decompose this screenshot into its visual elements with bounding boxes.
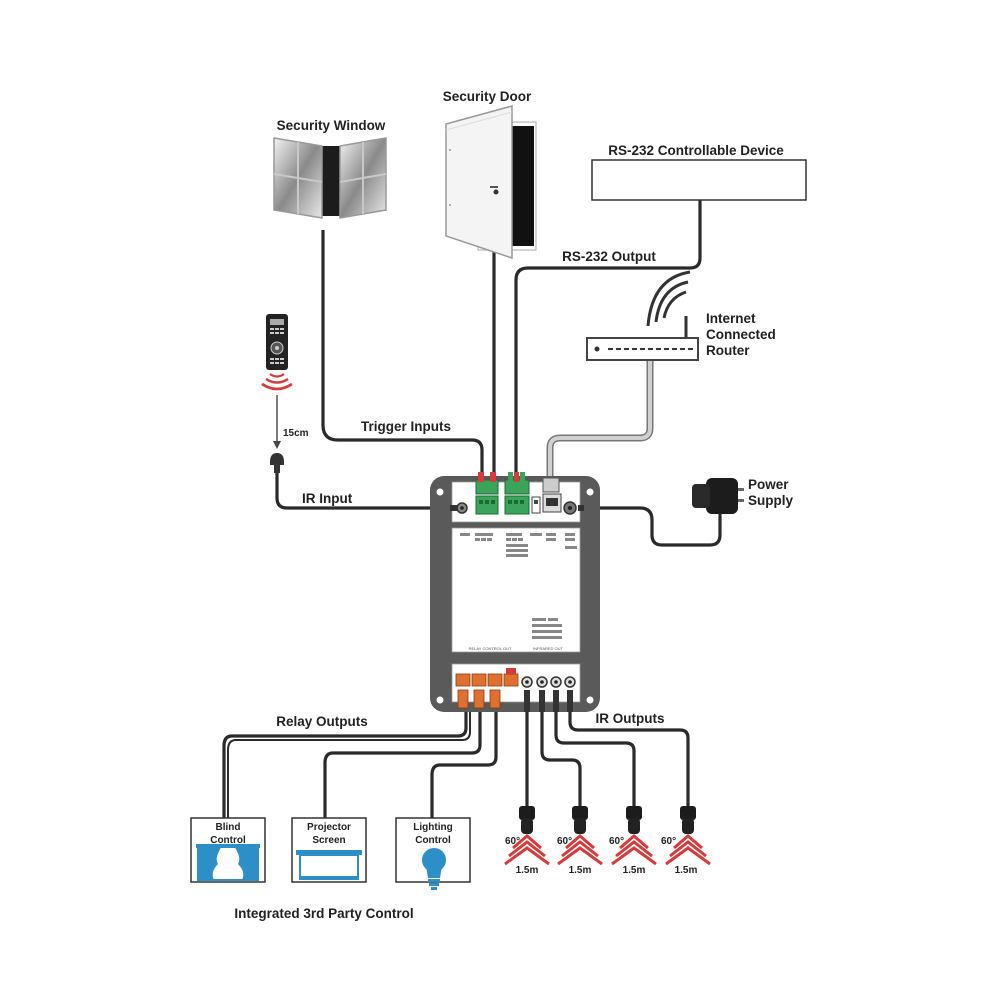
projector-screen-line2: Screen — [312, 835, 345, 846]
ir-emitter-2-angle: 60° — [557, 836, 572, 847]
lan-port — [542, 477, 562, 513]
rs232-device-label: RS-232 Controllable Device — [608, 143, 784, 158]
trigger-inputs-label: Trigger Inputs — [361, 419, 451, 434]
integrated-control-label: Integrated 3rd Party Control — [234, 906, 413, 921]
blind-control-line2: Control — [210, 835, 246, 846]
ir-out-cable-3 — [554, 712, 636, 808]
relay-outputs-label: Relay Outputs — [276, 714, 368, 729]
ir-emitter-2-range: 1.5m — [569, 865, 592, 876]
blind-icon — [196, 844, 260, 881]
rs232-cable — [514, 200, 702, 478]
ir-emitter-2: 60° 1.5m — [557, 806, 603, 876]
lighting-control-box: Lighting Control — [395, 817, 471, 890]
ir-emitter-1-range: 1.5m — [516, 865, 539, 876]
distance-label: 15cm — [283, 428, 309, 439]
ir-emitter-1-angle: 60° — [505, 836, 520, 847]
ir-output-jacks — [521, 676, 576, 712]
projector-screen-icon — [296, 850, 362, 880]
power-supply-label-line2: Supply — [748, 493, 793, 508]
projector-screen-line1: Projector — [307, 822, 351, 833]
relay-cable-projector — [323, 710, 482, 818]
blind-control-box: Blind Control — [190, 817, 266, 883]
ir-input-label: IR Input — [302, 491, 353, 506]
lighting-control-line2: Control — [415, 835, 451, 846]
blind-control-line1: Blind — [216, 822, 241, 833]
lighting-control-line1: Lighting — [413, 822, 452, 833]
ir-emitter-4: 60° 1.5m — [661, 806, 711, 876]
ir-out-cable-4 — [568, 712, 690, 808]
ir-header-text: INFRARED OUT — [533, 646, 564, 651]
light-bulb-icon — [422, 848, 446, 890]
relay-cable-blind — [222, 710, 468, 818]
router-label-line2: Connected — [706, 327, 776, 342]
projector-screen-box: Projector Screen — [291, 817, 367, 883]
relay-cable-lighting — [430, 710, 498, 818]
ir-input-cable — [275, 472, 452, 510]
ir-emitter-4-range: 1.5m — [675, 865, 698, 876]
ir-emitter-3-range: 1.5m — [623, 865, 646, 876]
security-door-icon — [445, 105, 537, 260]
router-icon — [586, 270, 699, 361]
relay-header-text: RELAY CONTROL OUT — [469, 646, 512, 651]
power-supply-icon — [692, 478, 744, 514]
power-cable — [582, 506, 722, 547]
security-window-label: Security Window — [277, 118, 386, 133]
rs232-output-label: RS-232 Output — [562, 249, 656, 264]
ir-emitter-3: 60° 1.5m — [609, 806, 657, 876]
ir-out-cable-2 — [540, 712, 582, 808]
router-label-line3: Router — [706, 343, 750, 358]
ir-receiver-icon — [270, 453, 284, 473]
trigger-input-terminals — [475, 472, 499, 515]
ir-emitter-1: 60° 1.5m — [504, 806, 550, 876]
rs232-device-box — [591, 159, 807, 201]
usb-port — [531, 496, 541, 514]
power-supply-label-line1: Power — [748, 477, 789, 492]
router-lan-cable — [546, 360, 654, 478]
router-label-line1: Internet — [706, 311, 756, 326]
ir-emitter-4-angle: 60° — [661, 836, 676, 847]
window-trigger-cable — [321, 230, 484, 478]
ir-remote-icon — [261, 314, 293, 391]
ir-outputs-label: IR Outputs — [596, 711, 665, 726]
control-unit-device: RELAY CONTROL OUT INFRARED OUT — [430, 472, 600, 712]
relay-output-terminals — [455, 668, 519, 709]
security-door-label: Security Door — [443, 89, 532, 104]
security-window-icon — [273, 137, 387, 219]
rs232-terminal — [504, 472, 530, 515]
ir-emitter-3-angle: 60° — [609, 836, 624, 847]
